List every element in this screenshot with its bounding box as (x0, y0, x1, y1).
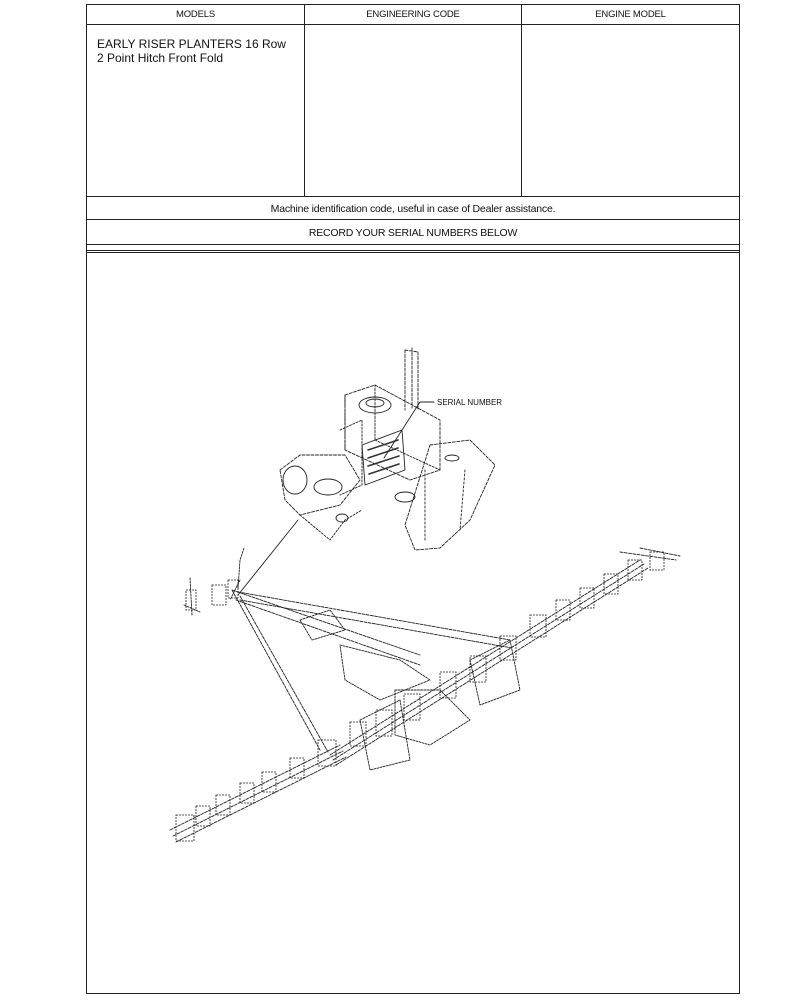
hitch-detail-view (279, 347, 496, 551)
model-info-row: EARLY RISER PLANTERS 16 Row 2 Point Hitc… (87, 24, 739, 196)
planter-frame (169, 547, 681, 843)
serial-number-leader (383, 401, 435, 459)
engineering-code-cell (305, 24, 522, 196)
models-cell: EARLY RISER PLANTERS 16 Row 2 Point Hitc… (87, 24, 305, 196)
identification-note: Machine identification code, useful in c… (87, 196, 739, 220)
model-name-line: EARLY RISER PLANTERS 16 Row (97, 37, 286, 51)
serial-number-callout: SERIAL NUMBER (437, 398, 502, 407)
detail-leader-line (237, 519, 299, 596)
row-units (175, 551, 665, 842)
engine-model-header: ENGINE MODEL (595, 9, 666, 20)
record-serial-note: RECORD YOUR SERIAL NUMBERS BELOW (87, 221, 739, 245)
section-divider (87, 250, 739, 253)
models-header: MODELS (87, 5, 305, 24)
form-sheet: MODELS ENGINEERING CODE ENGINE MODEL EAR… (86, 4, 740, 994)
header-row: MODELS ENGINEERING CODE ENGINE MODEL (87, 5, 739, 25)
engineering-code-header: ENGINEERING CODE (305, 5, 522, 24)
model-variant-line: 2 Point Hitch Front Fold (97, 51, 224, 65)
